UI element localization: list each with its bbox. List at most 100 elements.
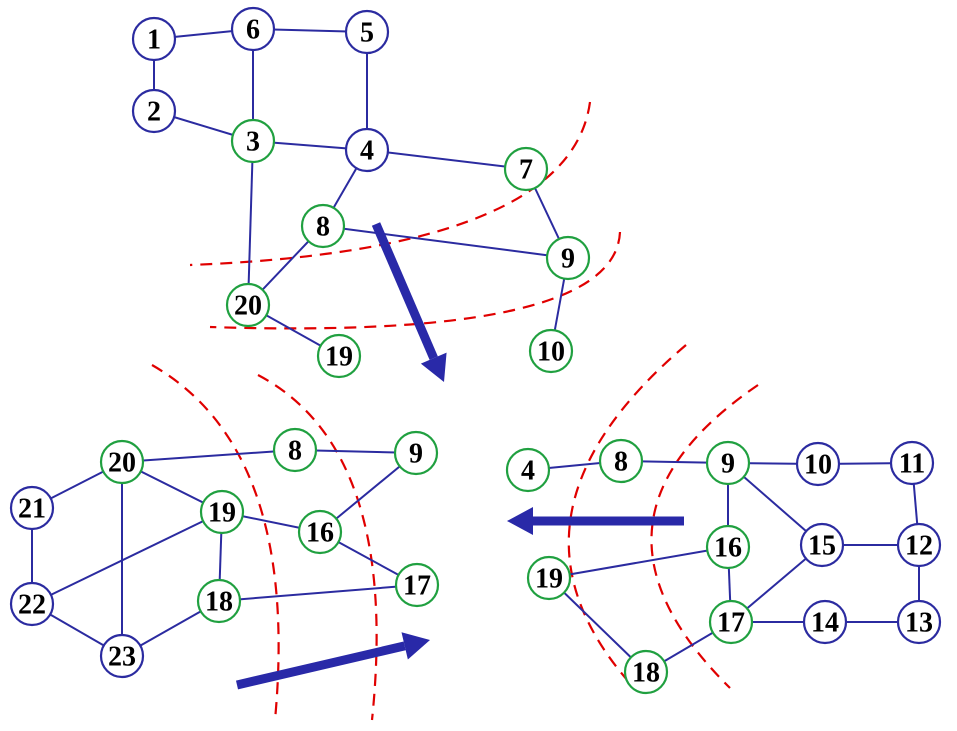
- node-label: 23: [108, 642, 136, 673]
- node-label: 18: [205, 587, 233, 618]
- edge-l18-l17: [218, 584, 418, 602]
- node-label: 8: [288, 436, 302, 467]
- node-label: 6: [246, 15, 260, 46]
- node-l9: 9: [393, 430, 439, 476]
- node-t7: 7: [503, 146, 549, 192]
- node-r11: 11: [889, 440, 935, 486]
- node-r15: 15: [799, 522, 845, 568]
- node-label: 8: [316, 212, 330, 243]
- arrow-left-head: [507, 507, 533, 535]
- node-circle: [316, 333, 362, 379]
- node-t6: 6: [230, 6, 276, 52]
- node-circle: [394, 562, 440, 608]
- node-label: 22: [18, 590, 46, 621]
- node-label: 8: [614, 447, 628, 478]
- node-label: 17: [717, 608, 745, 639]
- node-circle: [196, 578, 242, 624]
- node-label: 17: [403, 571, 431, 602]
- node-label: 9: [409, 439, 423, 470]
- node-circle: [230, 6, 276, 52]
- node-l19: 19: [199, 489, 245, 535]
- node-circle: [705, 440, 751, 486]
- partition-cut-lines: [151, 101, 759, 721]
- node-l18: 18: [196, 578, 242, 624]
- node-circle: [799, 522, 845, 568]
- arrow-left: [507, 507, 684, 535]
- node-r12: 12: [896, 522, 942, 568]
- node-label: 5: [360, 18, 374, 49]
- node-circle: [598, 438, 644, 484]
- node-l23: 23: [99, 633, 145, 679]
- node-label: 2: [147, 97, 161, 128]
- node-t1: 1: [131, 16, 177, 62]
- arrow-right: [235, 632, 430, 690]
- node-circle: [272, 427, 318, 473]
- node-r19: 19: [526, 555, 572, 601]
- node-label: 19: [535, 564, 563, 595]
- node-circle: [344, 127, 390, 173]
- node-label: 4: [521, 456, 535, 487]
- node-t10: 10: [528, 328, 574, 374]
- node-label: 9: [561, 244, 575, 275]
- node-circle: [705, 524, 751, 570]
- direction-arrows: [235, 222, 684, 690]
- node-t3: 3: [230, 118, 276, 164]
- edge-t3-t20: [247, 140, 254, 306]
- node-t19: 19: [316, 333, 362, 379]
- node-t2: 2: [131, 88, 177, 134]
- node-circle: [199, 489, 245, 535]
- edge-l20-l8: [121, 449, 296, 463]
- node-label: 3: [246, 127, 260, 158]
- node-label: 14: [811, 608, 839, 639]
- node-l16: 16: [297, 509, 343, 555]
- node-label: 10: [804, 450, 832, 481]
- node-circle: [528, 328, 574, 374]
- node-circle: [9, 581, 55, 627]
- node-r9: 9: [705, 440, 751, 486]
- node-t8: 8: [300, 203, 346, 249]
- node-circle: [99, 633, 145, 679]
- node-circle: [795, 441, 841, 487]
- edge-l19-l22: [31, 511, 223, 605]
- node-label: 9: [721, 449, 735, 480]
- node-circle: [99, 439, 145, 485]
- node-t20: 20: [225, 282, 271, 328]
- node-t4: 4: [344, 127, 390, 173]
- node-circle: [802, 599, 848, 645]
- node-r4: 4: [505, 447, 551, 493]
- node-label: 15: [808, 531, 836, 562]
- arrow-right-shaft: [235, 641, 406, 690]
- node-r10: 10: [795, 441, 841, 487]
- node-label: 19: [325, 342, 353, 373]
- cut-line-5: [567, 344, 687, 691]
- node-label: 4: [360, 136, 374, 167]
- node-label: 13: [905, 608, 933, 639]
- node-label: 16: [714, 533, 742, 564]
- node-l8: 8: [272, 427, 318, 473]
- node-circle: [344, 9, 390, 55]
- node-circle: [896, 522, 942, 568]
- node-l20: 20: [99, 439, 145, 485]
- node-circle: [393, 430, 439, 476]
- cut-line-6: [650, 384, 759, 689]
- node-circle: [225, 282, 271, 328]
- cut-line-4: [257, 374, 378, 721]
- node-circle: [503, 146, 549, 192]
- node-r8: 8: [598, 438, 644, 484]
- arrow-right-head: [401, 632, 430, 660]
- arrow-down-shaft: [371, 222, 438, 360]
- node-label: 1: [147, 25, 161, 56]
- node-l17: 17: [394, 562, 440, 608]
- node-r16: 16: [705, 524, 751, 570]
- node-label: 10: [537, 337, 565, 368]
- node-circle: [230, 118, 276, 164]
- node-circle: [623, 649, 669, 695]
- node-l21: 21: [9, 485, 55, 531]
- edge-t4-t7: [366, 149, 527, 170]
- node-circle: [131, 88, 177, 134]
- node-label: 16: [306, 518, 334, 549]
- node-r18: 18: [623, 649, 669, 695]
- node-l22: 22: [9, 581, 55, 627]
- node-label: 11: [899, 449, 925, 480]
